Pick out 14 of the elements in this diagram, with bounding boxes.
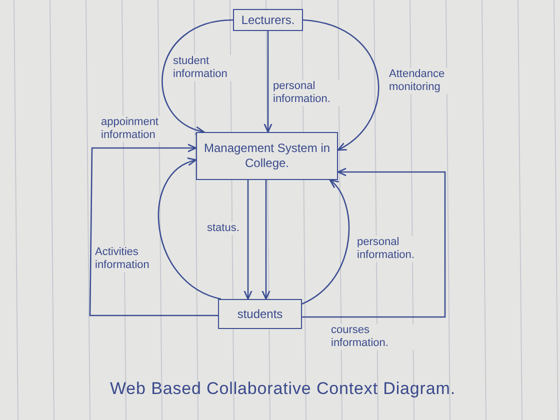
arrow: [302, 168, 446, 318]
entity-box: students: [218, 299, 302, 329]
entity-box: Management System in College.: [196, 132, 338, 180]
arrow: [244, 180, 252, 300]
arrow: [302, 179, 350, 305]
arrow: [262, 180, 270, 300]
entity-box: Lecturers.: [233, 9, 303, 31]
caption: Web Based Collaborative Context Diagram.: [110, 378, 456, 400]
edge-label: status.: [206, 222, 240, 235]
arrow: [158, 158, 222, 300]
arrow: [89, 144, 218, 316]
arrow: [302, 19, 380, 151]
arrow: [264, 31, 272, 133]
arrow: [162, 19, 234, 134]
